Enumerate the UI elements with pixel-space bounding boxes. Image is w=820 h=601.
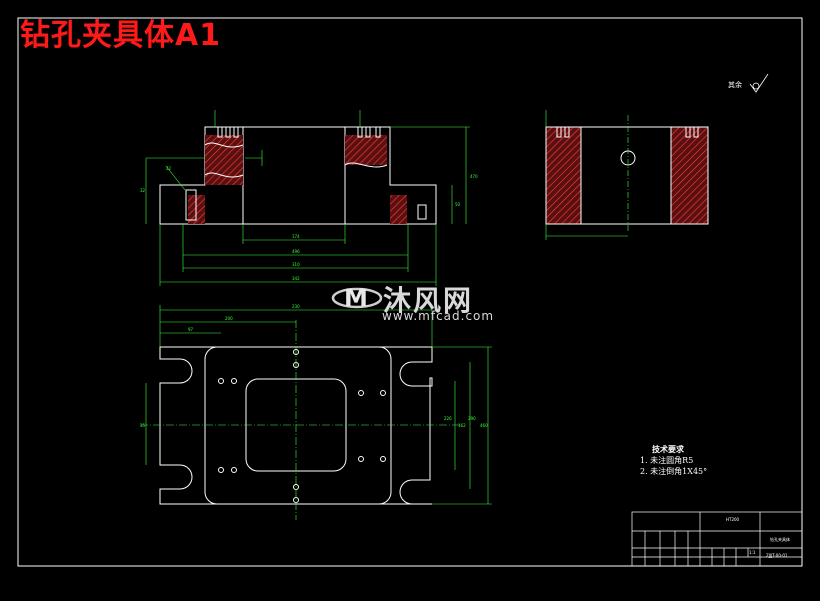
title-block bbox=[631, 511, 803, 567]
dim-470: 470 bbox=[470, 174, 478, 179]
front-dim-labels: 174 496 310 342 470 50 22 32 bbox=[140, 166, 478, 281]
section-hatch-left bbox=[205, 135, 243, 185]
dim-50: 50 bbox=[455, 202, 461, 207]
plan-dim-labels: 230 200 97 35 460 162 290 226 bbox=[140, 304, 488, 428]
dim-22: 22 bbox=[166, 166, 172, 171]
dim-32: 32 bbox=[140, 188, 146, 193]
tech-req-item-2: 2. 未注倒角1X45° bbox=[640, 467, 708, 476]
title-block-part-name: 钻孔夹具体 bbox=[770, 537, 790, 542]
tech-req-heading: 技术要求 bbox=[652, 444, 684, 454]
dim-460: 460 bbox=[480, 423, 488, 428]
plan-centerlines bbox=[140, 305, 492, 520]
technical-requirements: 技术要求 1. 未注圆角R5 2. 未注倒角1X45° bbox=[640, 444, 707, 477]
dim-97: 97 bbox=[188, 327, 194, 332]
dim-496: 496 bbox=[292, 249, 300, 254]
section-hatch-br bbox=[390, 195, 407, 224]
dim-230: 230 bbox=[292, 304, 300, 309]
watermark-url: www.mfcad.com bbox=[382, 309, 495, 323]
dim-162: 162 bbox=[458, 423, 466, 428]
side-centerline bbox=[545, 110, 629, 240]
dim-342: 342 bbox=[292, 276, 300, 281]
section-hatch-right bbox=[345, 135, 387, 165]
roughness-symbol bbox=[749, 73, 769, 93]
side-view bbox=[545, 126, 709, 225]
tech-req-item-1: 1. 未注圆角R5 bbox=[640, 456, 694, 465]
title-block-material: HT200 bbox=[726, 517, 740, 522]
side-hatch-left bbox=[545, 126, 582, 225]
dim-200: 200 bbox=[225, 316, 233, 321]
drawing-title: 钻孔夹具体A1 bbox=[20, 18, 222, 53]
dim-290: 290 bbox=[468, 416, 476, 421]
watermark-name: 沐风网 bbox=[383, 284, 474, 317]
side-hatch-right bbox=[670, 126, 709, 225]
dim-310: 310 bbox=[292, 262, 300, 267]
plan-view bbox=[159, 346, 433, 505]
dim-174: 174 bbox=[292, 234, 300, 239]
dim-226: 226 bbox=[444, 416, 452, 421]
front-view bbox=[159, 126, 437, 225]
sheet-border bbox=[17, 17, 803, 567]
front-dimensions bbox=[145, 110, 470, 286]
title-block-drawing-no: ZJJJT-00-01 bbox=[766, 553, 788, 558]
mfcad-logo-icon: M bbox=[331, 284, 383, 312]
dim-35: 35 bbox=[140, 423, 146, 428]
roughness-label: 其余 bbox=[728, 81, 742, 89]
svg-text:M: M bbox=[344, 284, 368, 312]
title-block-scale: 1:1 bbox=[749, 550, 756, 555]
